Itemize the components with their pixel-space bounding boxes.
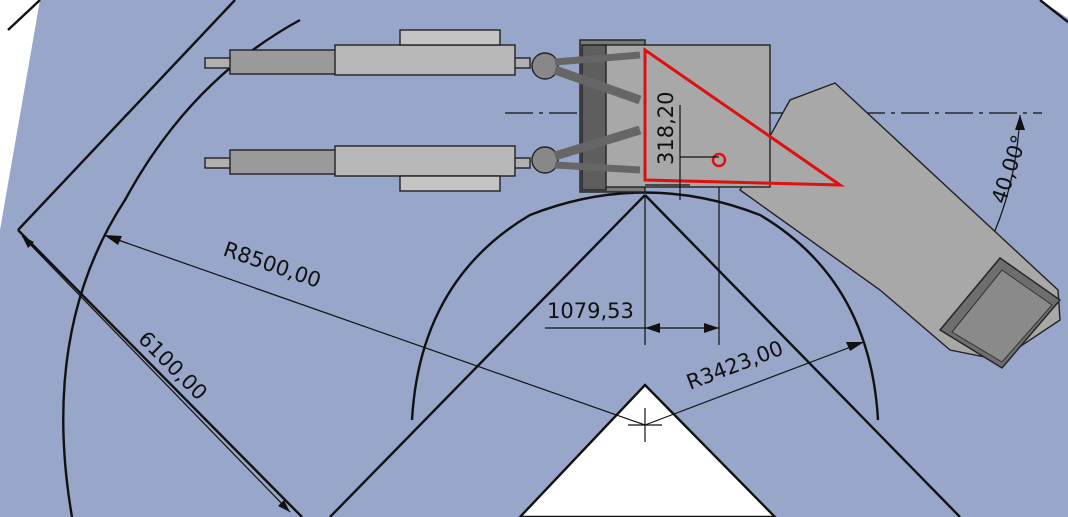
wall-line-left-lower: [17, 229, 303, 517]
vertical-offset-label: 318,20: [654, 92, 678, 165]
pillar-line-right: [644, 194, 961, 517]
horizontal-offset-label: 1079,53: [547, 299, 634, 323]
wall-distance-arrow-top: [22, 236, 34, 248]
inner-radius-arrow: [846, 342, 864, 351]
wall-distance-line: [21, 235, 291, 513]
wall-line-left-upper: [7, 0, 41, 31]
drill-boom-upper: [204, 29, 642, 105]
outer-radius-line: [103, 234, 646, 426]
wall-line-right: [1039, 0, 1068, 23]
center-of-gravity-marker: [711, 152, 727, 168]
inner-radius-line: [644, 341, 865, 426]
wall-distance-arrow-bottom: [278, 500, 290, 512]
wall-line-left: [17, 0, 236, 231]
offset-arrow-right: [704, 323, 719, 333]
boom-arm: [739, 82, 1062, 369]
pillar-line-left: [329, 194, 646, 517]
angle-arrow-top: [1015, 115, 1025, 130]
stability-triangle: [643, 47, 845, 187]
offset-arrow-left: [645, 323, 660, 333]
drill-boom-lower: [204, 125, 642, 192]
outer-radius-arrow: [104, 235, 122, 245]
pillar-tip: [518, 383, 777, 517]
